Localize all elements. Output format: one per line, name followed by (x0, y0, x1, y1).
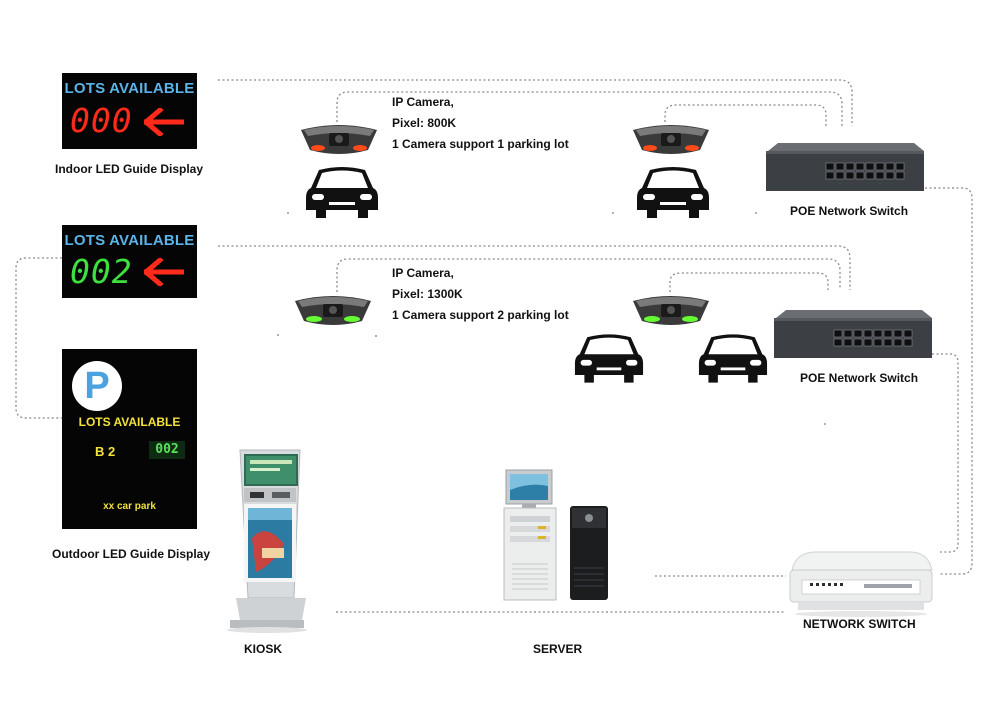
camera-group-2-line1: IP Camera, (392, 266, 454, 280)
switch-icon (789, 551, 933, 617)
car-icon (637, 167, 709, 218)
camera-group-1-line3: 1 Camera support 1 parking lot (392, 137, 569, 151)
poe-switch-1-label: POE Network Switch (790, 204, 909, 218)
camera-group-2-line2: Pixel: 1300K (392, 287, 463, 301)
outdoor-led-display: P LOTS AVAILABLE B 2 002 xx car park (62, 349, 197, 529)
second-led-display: LOTS AVAILABLE 002 (62, 225, 197, 298)
outdoor-display-header: LOTS AVAILABLE (78, 415, 181, 429)
switch-icon (766, 143, 924, 191)
second-display-header: LOTS AVAILABLE (64, 232, 195, 249)
car-icon (698, 334, 768, 383)
indoor-led-display: LOTS AVAILABLE 000 (62, 73, 197, 149)
parking-symbol: P (84, 365, 110, 407)
poe-switch-2-label: POE Network Switch (800, 371, 919, 385)
camera-group-1-line2: Pixel: 800K (392, 116, 457, 130)
car-icon (574, 334, 644, 383)
switch-icon (774, 310, 932, 358)
server-label: SERVER (533, 642, 583, 656)
arrow-left-icon (144, 258, 184, 286)
camera-group-1-description: IP Camera, Pixel: 800K 1 Camera support … (392, 92, 569, 155)
camera-group-2-description: IP Camera, Pixel: 1300K 1 Camera support… (392, 263, 569, 326)
second-display-count: 002 (70, 252, 133, 291)
arrow-left-icon (144, 108, 184, 136)
indoor-display-header: LOTS AVAILABLE (64, 80, 195, 97)
car-icon (306, 167, 378, 218)
camera-group-1-line1: IP Camera, (392, 95, 454, 109)
parking-icon (72, 361, 122, 411)
camera-icon (295, 296, 371, 325)
camera-icon (301, 125, 377, 154)
indoor-display-count: 000 (70, 101, 133, 140)
indoor-display-caption: Indoor LED Guide Display (55, 162, 204, 176)
outdoor-display-zone: B 2 (95, 444, 116, 459)
camera-icon (633, 125, 709, 154)
outdoor-display-caption: Outdoor LED Guide Display (52, 547, 211, 561)
kiosk-label: KIOSK (244, 642, 283, 656)
camera-group-2-line3: 1 Camera support 2 parking lot (392, 308, 569, 322)
kiosk-icon (227, 449, 307, 633)
camera-icon (633, 296, 709, 325)
network-switch-label: NETWORK SWITCH (803, 617, 916, 631)
server-icon (503, 469, 608, 601)
outdoor-display-name: xx car park (103, 501, 156, 512)
outdoor-display-count: 002 (149, 441, 185, 459)
